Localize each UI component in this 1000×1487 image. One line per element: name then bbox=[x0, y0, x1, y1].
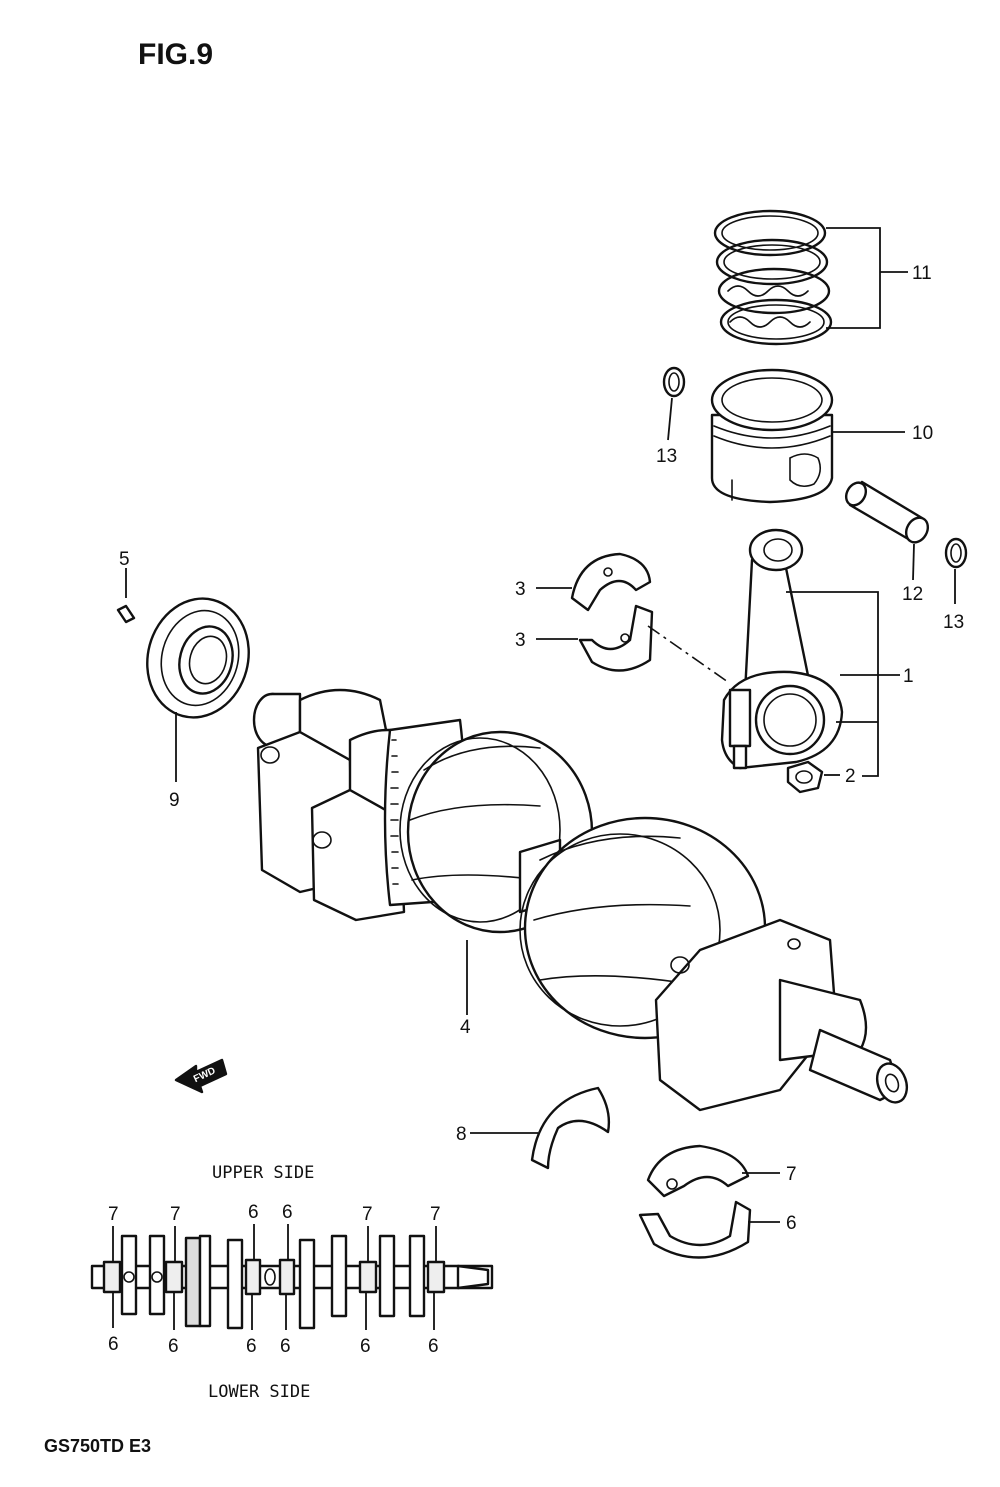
crankshaft-icon bbox=[252, 688, 909, 1112]
lower-side-label: LOWER SIDE bbox=[208, 1382, 310, 1402]
upper-side-label: UPPER SIDE bbox=[212, 1163, 314, 1183]
lower-bearing-labels: 6 6 6 6 6 6 bbox=[108, 1334, 439, 1357]
conrod-nut-icon bbox=[786, 760, 824, 794]
callout-5: 5 bbox=[119, 549, 130, 570]
callout-12: 12 bbox=[902, 584, 923, 605]
upper-label: 7 bbox=[108, 1204, 119, 1225]
crank-bearing-icon bbox=[638, 1144, 752, 1259]
callout-2: 2 bbox=[845, 766, 856, 787]
upper-label: 7 bbox=[170, 1204, 181, 1225]
figure-title: FIG.9 bbox=[138, 38, 213, 71]
piston-pin-icon bbox=[844, 480, 930, 544]
connecting-rod-icon bbox=[720, 528, 844, 770]
upper-label: 6 bbox=[248, 1202, 259, 1223]
front-direction-arrow-icon: FWD bbox=[174, 1058, 228, 1094]
thrust-bearing-icon bbox=[530, 1086, 611, 1170]
upper-bearing-labels: 7 7 6 6 7 7 bbox=[108, 1202, 441, 1225]
piston-ring-icon bbox=[713, 209, 833, 346]
callout-7: 7 bbox=[786, 1164, 797, 1185]
circlip-icon bbox=[662, 366, 968, 569]
lower-label: 6 bbox=[168, 1336, 179, 1357]
callout-13-b: 13 bbox=[943, 612, 964, 633]
callout-8: 8 bbox=[456, 1124, 467, 1145]
lower-label: 6 bbox=[246, 1336, 257, 1357]
callout-4: 4 bbox=[460, 1017, 471, 1038]
upper-label: 6 bbox=[282, 1202, 293, 1223]
crankshaft-bearing-layout-icon bbox=[90, 1224, 494, 1330]
upper-label: 7 bbox=[430, 1204, 441, 1225]
callout-3-a: 3 bbox=[515, 579, 526, 600]
oil-seal-icon bbox=[146, 597, 250, 719]
callout-3-b: 3 bbox=[515, 630, 526, 651]
lower-label: 6 bbox=[280, 1336, 291, 1357]
upper-label: 7 bbox=[362, 1204, 373, 1225]
callout-6: 6 bbox=[786, 1213, 797, 1234]
lower-label: 6 bbox=[428, 1336, 439, 1357]
piston-icon bbox=[710, 368, 834, 504]
callout-11: 11 bbox=[912, 263, 932, 284]
callout-10: 10 bbox=[912, 423, 933, 444]
model-code: GS750TD E3 bbox=[44, 1436, 151, 1456]
lower-label: 6 bbox=[108, 1334, 119, 1355]
callout-9: 9 bbox=[169, 790, 180, 811]
dowel-pin-icon bbox=[116, 604, 136, 624]
conrod-bearing-icon bbox=[570, 552, 654, 672]
callout-1: 1 bbox=[903, 666, 914, 687]
callout-13-a: 13 bbox=[656, 446, 677, 467]
lower-label: 6 bbox=[360, 1336, 371, 1357]
